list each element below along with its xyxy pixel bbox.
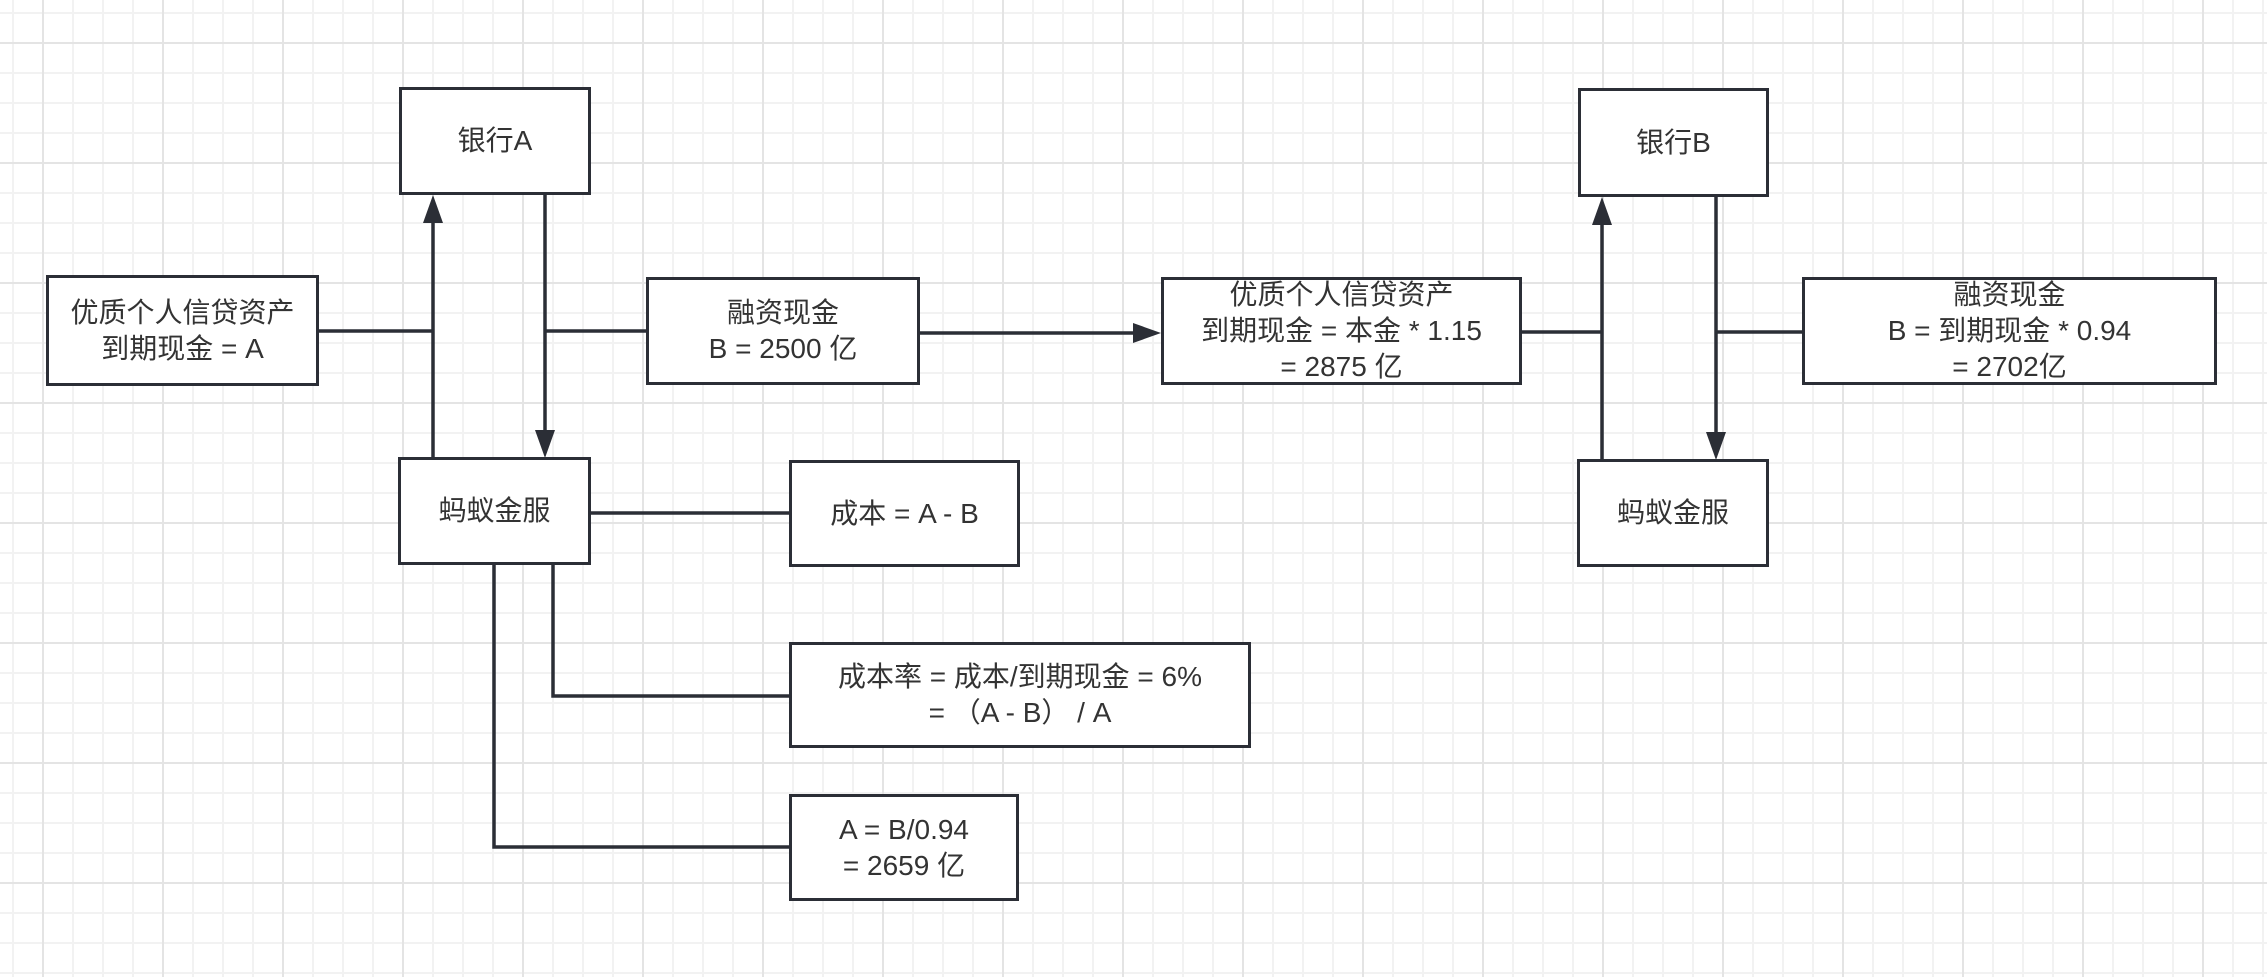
node-label-line: = 2659 亿 [842, 849, 966, 881]
node-label-line: 到期现金 = 本金 * 1.15 [1201, 315, 1482, 346]
node-label-line: 融资现金 [1953, 279, 2066, 310]
connector-antleft-to-acalc-line[interactable] [492, 565, 789, 849]
node-bank-b[interactable]: 银行B [1578, 88, 1769, 197]
arrowhead-up-left-icon [423, 195, 443, 223]
node-label-line: 成本率 = 成本/到期现金 = 6% [837, 661, 1203, 692]
arrowhead-up-right-icon [1592, 197, 1612, 225]
arrowhead-right-icon [1133, 323, 1161, 343]
node-label-line: B = 2500 亿 [708, 333, 858, 364]
node-bank-a[interactable]: 银行A [399, 87, 591, 195]
node-cost-rate[interactable]: 成本率 = 成本/到期现金 = 6% = （A - B） / A [789, 642, 1251, 748]
arrowhead-down-right-icon [1706, 432, 1726, 460]
node-label-line: 到期现金 = A [101, 332, 264, 364]
node-ant-right[interactable]: 蚂蚁金服 [1577, 459, 1769, 567]
node-label: 银行A [457, 125, 533, 156]
node-a-calc[interactable]: A = B/0.94 = 2659 亿 [789, 794, 1019, 901]
node-label-line: 优质个人信贷资产 [1229, 279, 1454, 310]
node-asset-b[interactable]: 优质个人信贷资产 到期现金 = 本金 * 1.15 = 2875 亿 [1161, 277, 1522, 385]
node-label: 蚂蚁金服 [438, 495, 551, 526]
node-label-line: 融资现金 [726, 297, 839, 328]
connector-antleft-to-costrate-line[interactable] [551, 565, 789, 698]
node-label-line: 优质个人信贷资产 [70, 296, 295, 328]
node-ant-left[interactable]: 蚂蚁金服 [398, 457, 591, 565]
node-cash-b[interactable]: 融资现金 B = 2500 亿 [646, 277, 920, 385]
node-label: 银行B [1636, 126, 1711, 158]
arrowhead-down-left-icon [535, 430, 555, 458]
node-asset-a[interactable]: 优质个人信贷资产 到期现金 = A [46, 275, 319, 386]
node-label-line: = （A - B） / A [928, 697, 1112, 728]
node-label-line: = 2702亿 [1952, 351, 2067, 382]
node-label-line: = 2875 亿 [1280, 351, 1403, 382]
node-cost[interactable]: 成本 = A - B [789, 460, 1020, 567]
node-label: 成本 = A - B [830, 497, 979, 529]
node-label: 蚂蚁金服 [1616, 497, 1729, 528]
node-cash-b2[interactable]: 融资现金 B = 到期现金 * 0.94 = 2702亿 [1802, 277, 2217, 385]
node-label-line: A = B/0.94 [839, 813, 969, 845]
node-label-line: B = 到期现金 * 0.94 [1887, 315, 2132, 346]
